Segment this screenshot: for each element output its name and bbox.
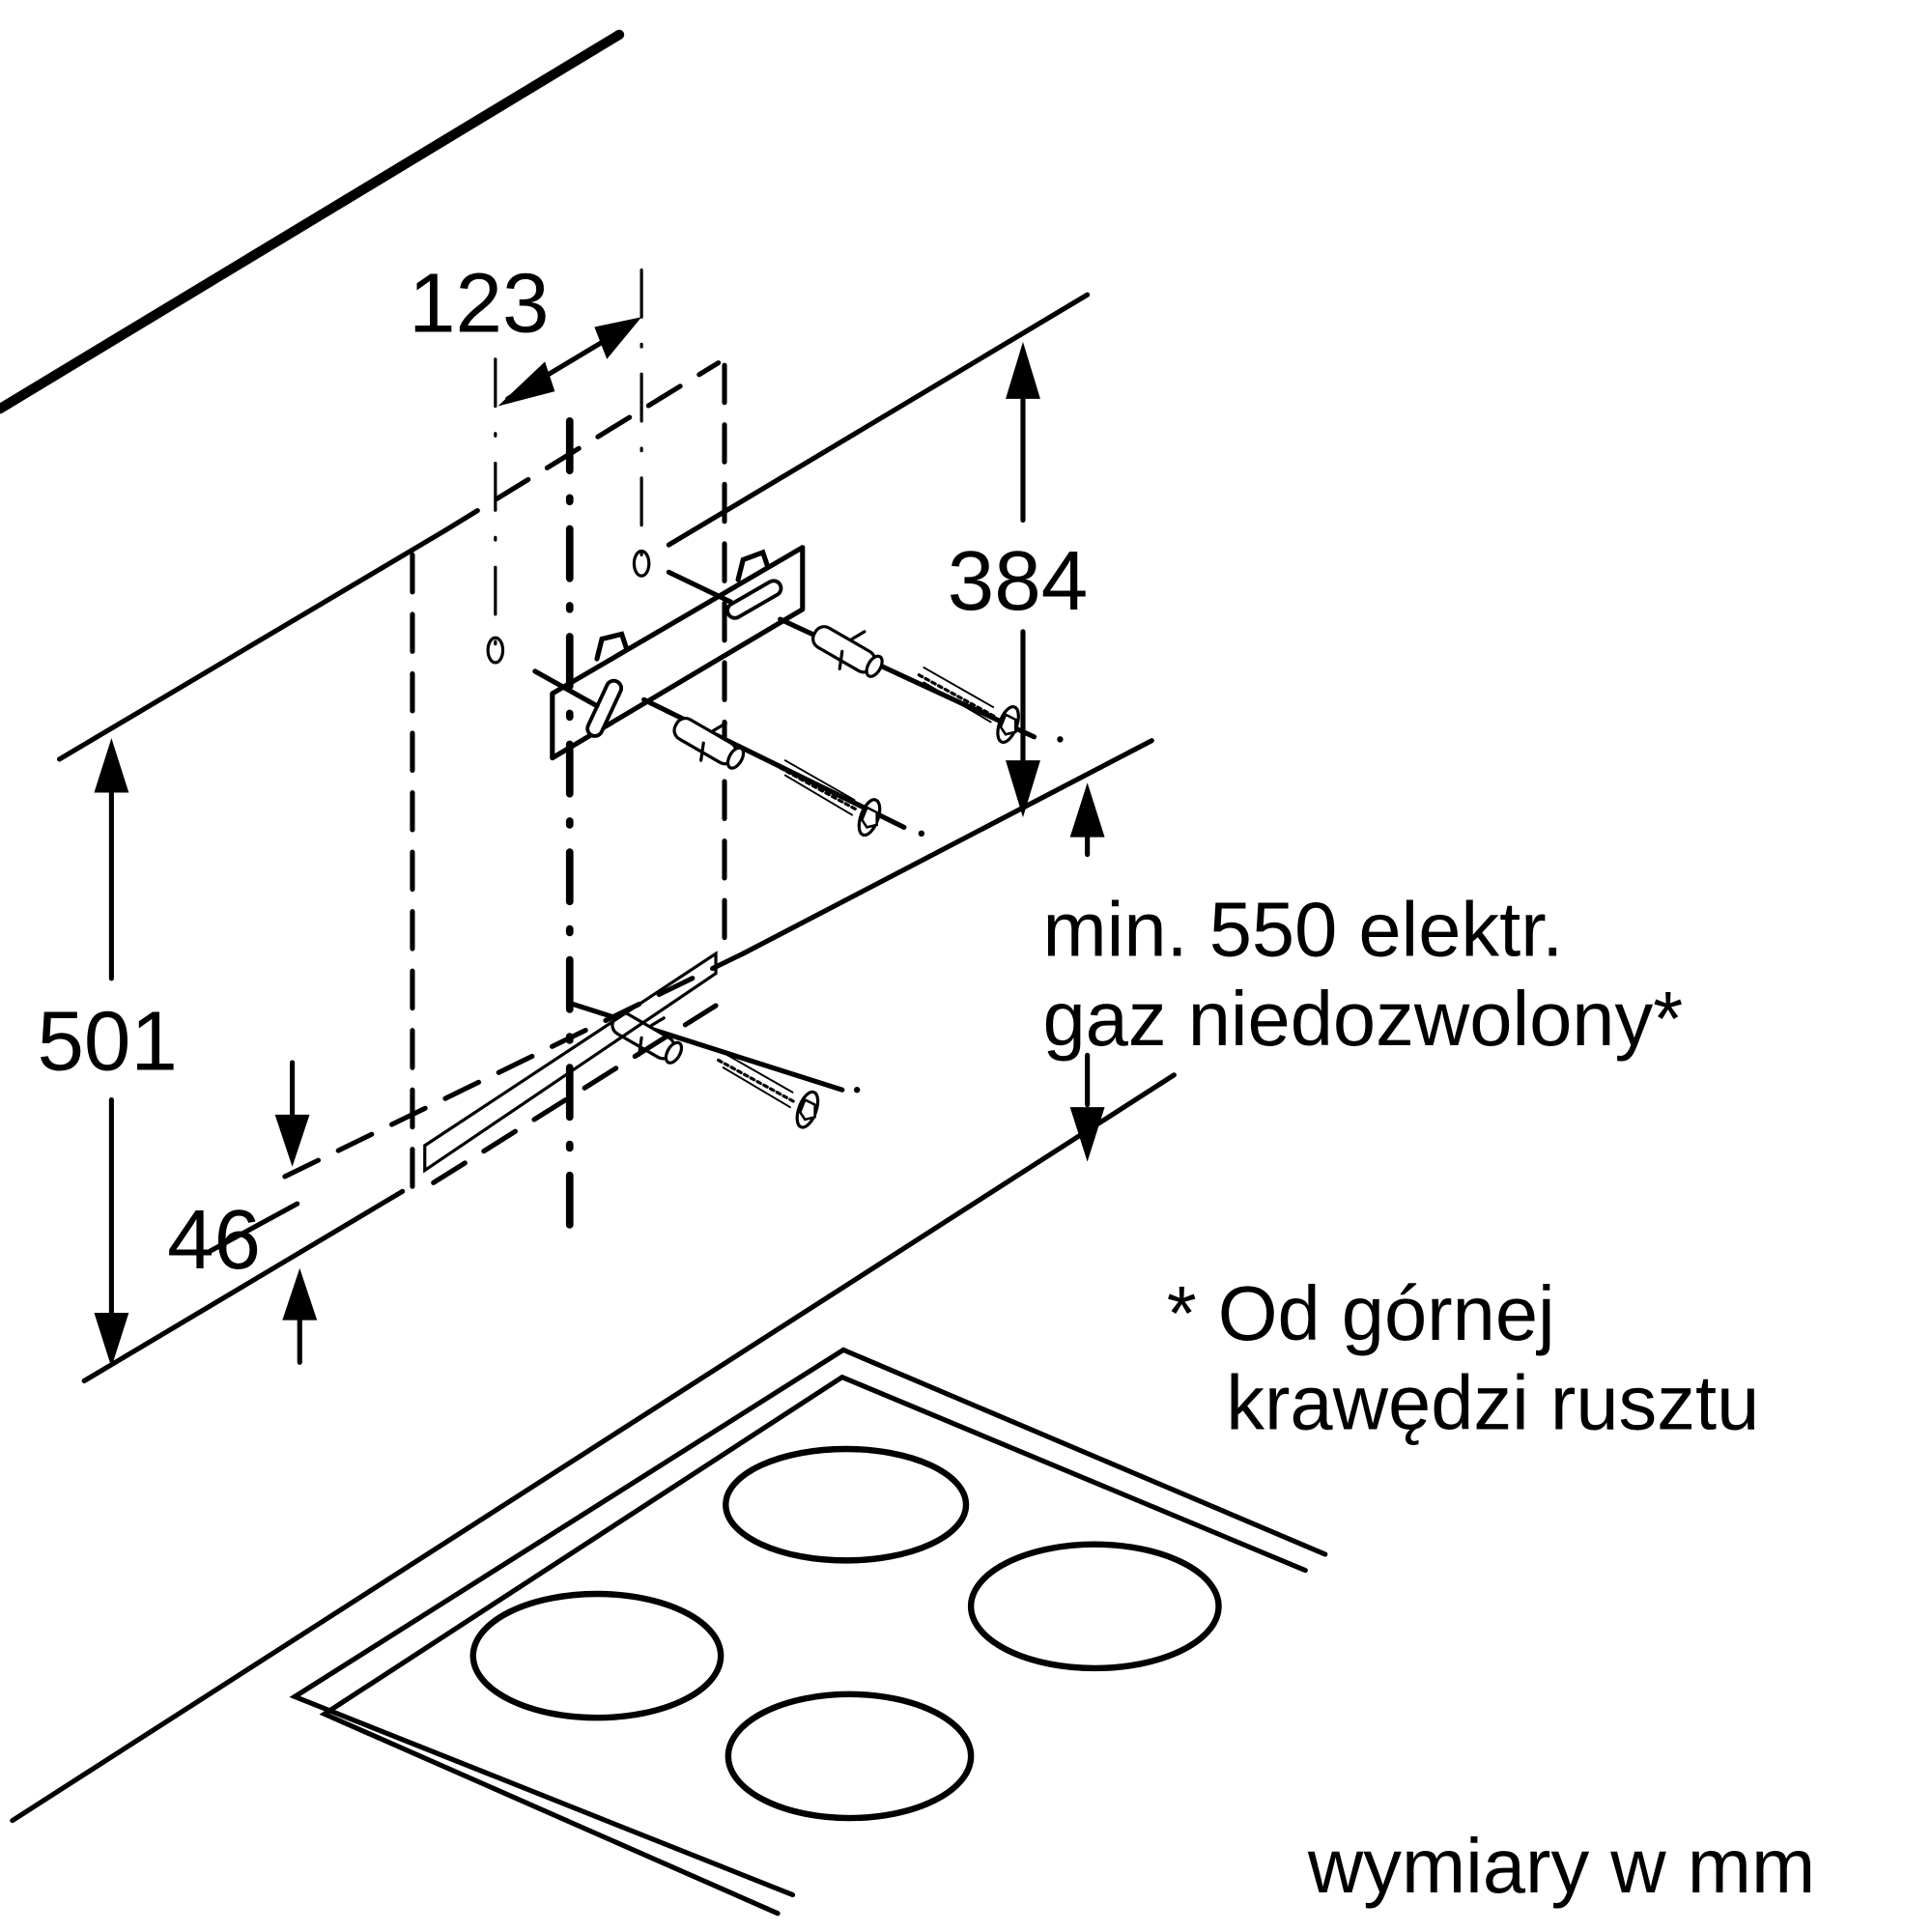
clearance-label-line1: min. 550 elektr. (1042, 887, 1563, 973)
hob-inner-edge (319, 1374, 1308, 1917)
dim-123-arrow-left (497, 361, 555, 407)
dim-46-arrow-down (274, 1114, 310, 1167)
burner-left (469, 1590, 724, 1721)
dim-501-label: 501 (37, 995, 177, 1089)
dim-384-arrow-down (1006, 760, 1040, 818)
dim-46-label: 46 (167, 1193, 261, 1287)
dim-501-arrow-down (94, 1312, 129, 1368)
axis-line-bracket-right (666, 569, 733, 605)
dim-550-arrow-up (1069, 782, 1105, 838)
lower-mounting-strip (423, 951, 718, 1174)
middle-edge-dashed (282, 951, 746, 1179)
wall-plug-upper (808, 621, 888, 681)
middle-edge-line (740, 738, 1154, 956)
upper-edge-line-right (666, 292, 1091, 548)
dim-384-label: 384 (948, 534, 1088, 628)
units-label: wymiary w mm (1307, 1823, 1815, 1909)
burner-back (723, 1445, 970, 1564)
dim-46-arrow-up (282, 1267, 318, 1321)
hob-edge-line (10, 1072, 1177, 1824)
dim-501-arrow-up (94, 738, 129, 793)
lower-strip-dashed (431, 1003, 719, 1185)
dim-123-arrow-right (594, 317, 642, 359)
ceiling-line (0, 29, 625, 414)
axis-end-dot (918, 830, 925, 838)
dim-123-label: 123 (409, 257, 549, 351)
hole-marker-left (486, 636, 505, 665)
upper-edge-line-left (56, 527, 449, 762)
clearance-label-line2: gaz niedozwolony* (1042, 976, 1683, 1062)
bottom-edge-line (81, 1188, 406, 1384)
upper-edge-dashed (442, 360, 722, 533)
footnote-line1: * Od górnej (1167, 1270, 1555, 1356)
dim-384-arrow-up (1006, 341, 1040, 399)
hob-outer-edge (289, 1347, 1328, 1898)
burner-front (724, 1690, 975, 1822)
screw-lower (716, 1051, 824, 1132)
hole-marker-right (632, 549, 651, 578)
axis-end-dot (853, 1087, 861, 1094)
dim-550-arrow-down (1069, 1107, 1105, 1162)
edge-46-upper (208, 1201, 300, 1254)
hob (289, 1347, 1328, 1917)
burner-right (967, 1541, 1222, 1672)
axis-line-bracket-left (532, 668, 600, 709)
footnote-line2: krawędzi rusztu (1226, 1359, 1759, 1445)
axis-end-dot (1057, 736, 1064, 743)
